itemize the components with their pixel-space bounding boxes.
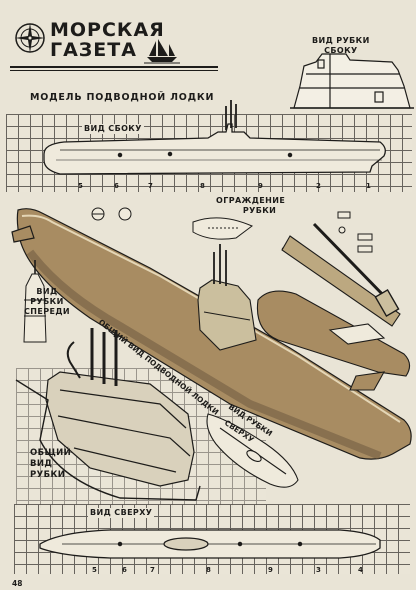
- periscope-drawing: [312, 222, 400, 317]
- side-view-hull-drawing: [43, 100, 386, 175]
- label-side-view: ВИД СБОКУ: [82, 124, 144, 134]
- side-view-numbers: 5 6 7 8 9 2 1: [78, 182, 371, 190]
- svg-text:2: 2: [316, 182, 321, 190]
- svg-text:6: 6: [114, 182, 119, 190]
- conning-general-view-drawing: [15, 328, 201, 501]
- top-view-hull-drawing: [39, 529, 381, 559]
- masthead-title-line2: ГАЗЕТА: [50, 39, 137, 61]
- svg-text:5: 5: [78, 182, 83, 190]
- conning-top-view-drawing: [206, 413, 299, 488]
- svg-text:5: 5: [92, 566, 97, 574]
- masthead-rule-thin: [10, 70, 218, 71]
- svg-text:8: 8: [206, 566, 211, 574]
- svg-text:9: 9: [268, 566, 273, 574]
- model-title: МОДЕЛЬ ПОДВОДНОЙ ЛОДКИ: [30, 92, 215, 103]
- main-conning-drawing: [197, 244, 257, 351]
- compass-rose-icon: [15, 23, 45, 53]
- small-parts-drawing: [91, 207, 373, 253]
- svg-text:7: 7: [148, 182, 153, 190]
- masthead-title-line1: МОРСКАЯ: [50, 19, 165, 41]
- svg-text:8: 8: [200, 182, 205, 190]
- top-view-numbers: 5 6 7 8 9 3 4: [92, 566, 363, 574]
- masthead-rule: [10, 66, 218, 68]
- masthead-title: МОРСКАЯ ГАЗЕТА: [50, 20, 165, 60]
- svg-text:1: 1: [366, 182, 371, 190]
- svg-text:6: 6: [122, 566, 127, 574]
- conning-front-view-drawing: [23, 260, 47, 343]
- page-number: 48: [12, 579, 23, 588]
- label-conning-front-view: ВИД РУБКИ СПЕРЕДИ: [24, 287, 70, 316]
- label-conning-general-view: ОБЩИЙ ВИД РУБКИ: [30, 448, 72, 480]
- label-top-view: ВИД СВЕРХУ: [88, 508, 155, 518]
- label-conning-fence: ОГРАЖДЕНИЕ РУБКИ: [216, 196, 286, 215]
- stern-detail-drawing: [256, 235, 411, 391]
- svg-text:9: 9: [258, 182, 263, 190]
- svg-text:3: 3: [316, 566, 321, 574]
- svg-text:4: 4: [358, 566, 363, 574]
- conning-side-view-drawing: [290, 53, 414, 109]
- label-conning-side-view: ВИД РУБКИ СБОКУ: [312, 36, 370, 55]
- svg-text:7: 7: [150, 566, 155, 574]
- sailing-ship-icon: [144, 39, 180, 64]
